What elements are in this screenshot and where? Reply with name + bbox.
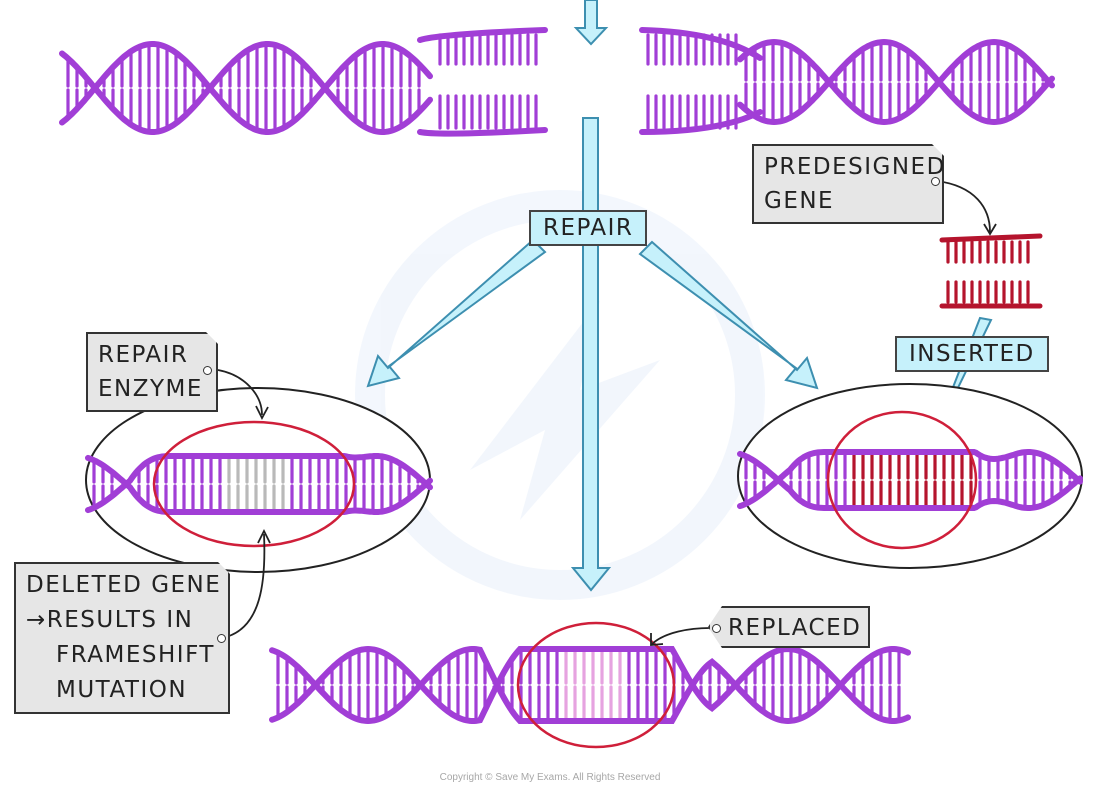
predesigned-gene-label: PREDESIGNED GENE — [752, 144, 944, 224]
inserted-label: INSERTED — [895, 336, 1049, 372]
arrow-right-diagonal — [638, 240, 819, 390]
repair-enzyme-pin — [203, 366, 212, 375]
dna-top-right-cut-end — [639, 27, 763, 135]
dna-bottom-replaced — [269, 645, 911, 725]
predesigned-gene-pin — [931, 177, 940, 186]
predesigned-gene-fragment — [939, 233, 1043, 309]
deleted-gene-pin — [217, 634, 226, 643]
inserted-label-text: INSERTED — [909, 341, 1035, 367]
callout-connectors — [217, 180, 997, 646]
predesigned-gene-line-2: GENE — [764, 188, 835, 214]
replaced-pin — [712, 624, 721, 633]
dna-left-deleted — [85, 453, 433, 515]
replaced-region-circle — [516, 621, 676, 749]
deleted-region-circle — [152, 420, 356, 548]
deleted-gene-line-1: DELETED GENE — [26, 572, 222, 598]
watermark-logo — [355, 190, 765, 600]
repair-enzyme-label: REPAIR ENZYME — [86, 332, 218, 412]
arrow-top-down — [573, 0, 609, 46]
arrow-left-diagonal — [366, 238, 547, 388]
deleted-gene-line-4: MUTATION — [56, 677, 188, 703]
deleted-gene-line-3: FRAMESHIFT — [56, 642, 215, 668]
repair-enzyme-line-2: ENZYME — [98, 376, 203, 402]
repair-label-text: REPAIR — [543, 215, 634, 241]
inserted-region-circle — [826, 410, 978, 550]
repair-label: REPAIR — [529, 210, 648, 246]
dna-top-right-broken — [737, 38, 1055, 126]
deleted-gene-label: DELETED GENE →RESULTS IN FRAMESHIFT MUTA… — [14, 562, 230, 714]
arrow-center-down — [570, 117, 612, 592]
replaced-label-text: REPLACED — [728, 615, 862, 641]
deleted-gene-line-2: →RESULTS IN — [26, 607, 194, 633]
copyright-notice: Copyright © Save My Exams. All Rights Re… — [439, 772, 661, 783]
predesigned-gene-line-1: PREDESIGNED — [764, 154, 946, 180]
dna-top-left-broken — [59, 41, 433, 135]
inserted-gene-fragments — [939, 233, 1043, 309]
replaced-label: REPLACED — [708, 606, 870, 648]
dna-top-left-cut-end — [417, 27, 548, 137]
right-zoom-ellipse — [737, 383, 1083, 569]
dna-strands — [59, 27, 1083, 725]
repair-enzyme-line-1: REPAIR — [98, 342, 189, 368]
dna-right-inserted — [737, 449, 1083, 511]
